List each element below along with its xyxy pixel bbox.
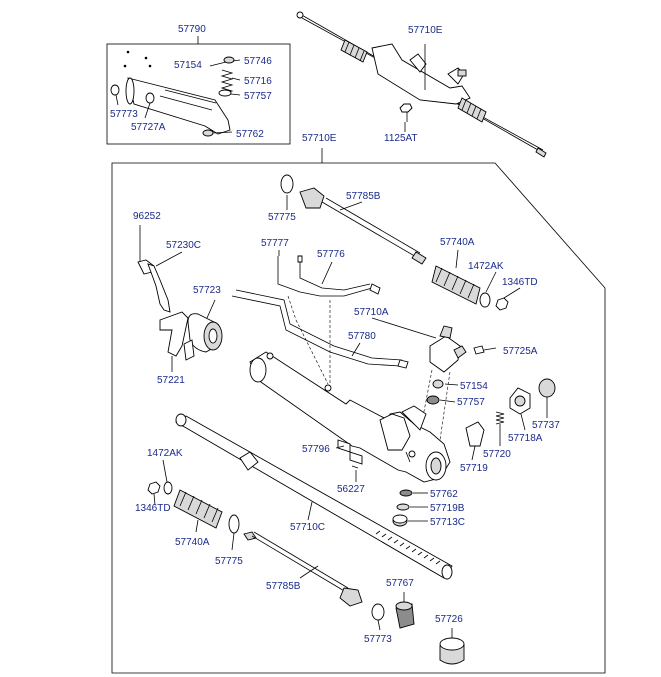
bushing-group (395, 592, 465, 665)
clip-group (335, 439, 363, 482)
label-57726: 57726 (435, 614, 463, 625)
label-1472AK-left: 1472AK (147, 448, 183, 459)
label-57775-top: 57775 (268, 212, 296, 223)
label-57773-inset: 57773 (110, 109, 138, 120)
label-57221: 57221 (157, 375, 185, 386)
hydraulic-lines (231, 250, 409, 385)
label-57757-main: 57757 (457, 397, 485, 408)
label-57780: 57780 (348, 331, 376, 342)
label-57757-inset: 57757 (244, 91, 272, 102)
label-57716: 57716 (244, 76, 272, 87)
label-57710E-top: 57710E (408, 25, 443, 36)
mounting-bracket-group (137, 225, 223, 372)
label-57785B-bottom: 57785B (266, 581, 301, 592)
label-57230C: 57230C (166, 240, 201, 251)
label-57740A-right: 57740A (440, 237, 475, 248)
label-57720: 57720 (483, 449, 511, 460)
rack-57710C (175, 413, 453, 580)
label-57719: 57719 (460, 463, 488, 474)
label-57785B-top: 57785B (346, 191, 381, 202)
label-1346TD-right: 1346TD (502, 277, 538, 288)
gear-housing (249, 351, 451, 483)
right-small-parts (426, 378, 556, 461)
label-57790: 57790 (178, 24, 206, 35)
main-box-outline (111, 162, 606, 674)
label-1346TD-left: 1346TD (135, 503, 171, 514)
lower-small-parts (392, 489, 428, 527)
label-57776: 57776 (317, 249, 345, 260)
tie-rod-lower (228, 514, 385, 631)
label-57713C: 57713C (430, 517, 465, 528)
valve-group (371, 317, 497, 441)
label-1472AK-right: 1472AK (468, 261, 504, 272)
label-57767: 57767 (386, 578, 414, 589)
label-57737: 57737 (532, 420, 560, 431)
assembled-steering-gear (296, 11, 547, 158)
tie-rod-upper (280, 174, 427, 265)
label-57746: 57746 (244, 56, 272, 67)
label-57718A: 57718A (508, 433, 543, 444)
boot-right-group (431, 249, 521, 311)
label-57740A-left: 57740A (175, 537, 210, 548)
label-57710E-main: 57710E (302, 133, 337, 144)
label-57154-inset: 57154 (174, 60, 202, 71)
label-57719B: 57719B (430, 503, 465, 514)
label-1125AT: 1125AT (384, 133, 418, 144)
label-56227: 56227 (337, 484, 365, 495)
label-57777: 57777 (261, 238, 289, 249)
label-57727A: 57727A (131, 122, 166, 133)
label-57710C: 57710C (290, 522, 325, 533)
label-57154-main: 57154 (460, 381, 488, 392)
label-57775-bottom: 57775 (215, 556, 243, 567)
part-labels: 57790 57710E 57154 57746 57716 57757 577… (110, 24, 560, 645)
label-57796: 57796 (302, 444, 330, 455)
label-57773-bottom: 57773 (364, 634, 392, 645)
label-57710A: 57710A (354, 307, 389, 318)
label-57762-inset: 57762 (236, 129, 264, 140)
label-57725A: 57725A (503, 346, 538, 357)
label-57723: 57723 (193, 285, 221, 296)
label-57762-main: 57762 (430, 489, 458, 500)
label-96252: 96252 (133, 211, 161, 222)
boot-left-group (147, 459, 223, 533)
inset-box-57790 (106, 36, 291, 145)
